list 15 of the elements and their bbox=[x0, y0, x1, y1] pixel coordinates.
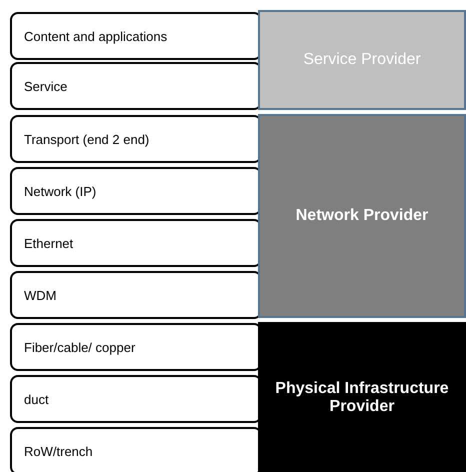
provider-box bbox=[258, 10, 466, 110]
layer-label: Transport (end 2 end) bbox=[24, 132, 150, 146]
layer-label: WDM bbox=[24, 288, 56, 302]
provider-label: Service Provider bbox=[302, 51, 422, 69]
provider-box bbox=[258, 322, 466, 472]
provider-box bbox=[258, 114, 466, 318]
layer-label: Content and applications bbox=[24, 28, 168, 44]
provider-label: Physical Infrastructure Provider bbox=[274, 380, 450, 416]
layer-label: Service bbox=[24, 78, 68, 94]
layer-label: duct bbox=[24, 392, 49, 406]
layer-label: Fiber/cable/ copper bbox=[24, 340, 136, 354]
layer-label: Ethernet bbox=[24, 236, 74, 250]
layer-label: RoW/trench bbox=[24, 444, 93, 458]
provider-label: Network Provider bbox=[294, 207, 430, 225]
layer-label: Network (IP) bbox=[24, 184, 96, 198]
